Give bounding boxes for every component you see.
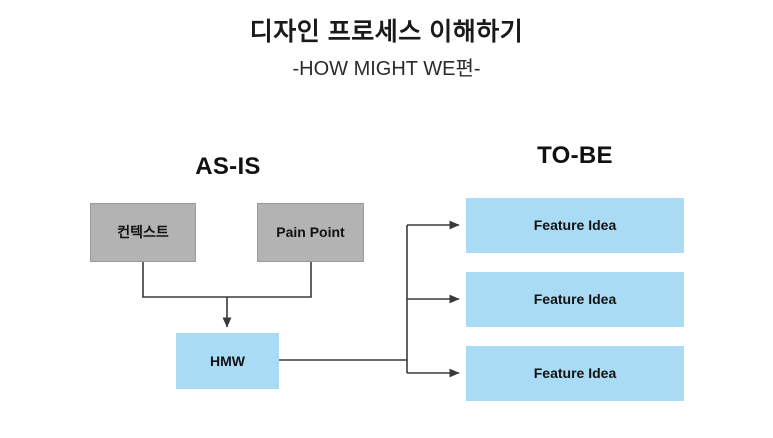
section-heading-to-be: TO-BE [537,142,613,169]
node-feature-idea-1[interactable]: Feature Idea [466,198,684,253]
node-hmw[interactable]: HMW [176,333,279,389]
node-feature-idea-3-label: Feature Idea [533,365,617,382]
page-subtitle: -HOW MIGHT WE편- [292,57,481,80]
node-pain-point[interactable]: Pain Point [257,203,364,262]
node-feature-idea-2-label: Feature Idea [533,291,617,308]
node-context-label: 컨텍스트 [117,224,169,241]
node-feature-idea-1-label: Feature Idea [533,217,617,234]
header: 디자인 프로세스 이해하기 -HOW MIGHT WE편- [0,0,773,80]
node-feature-idea-2[interactable]: Feature Idea [466,272,684,327]
node-hmw-label: HMW [210,352,245,369]
node-feature-idea-3[interactable]: Feature Idea [466,346,684,401]
page-title: 디자인 프로세스 이해하기 [249,18,524,46]
section-heading-as-is: AS-IS [195,153,261,180]
node-context[interactable]: 컨텍스트 [90,203,196,262]
node-pain-point-label: Pain Point [276,224,345,241]
